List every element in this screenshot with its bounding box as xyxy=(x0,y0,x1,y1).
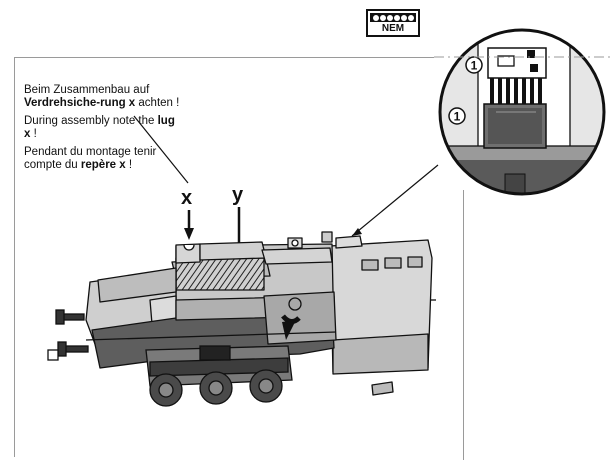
note-english: During assembly note the lug x ! xyxy=(24,115,175,140)
cab-lower-shade xyxy=(332,333,429,375)
x-lug-block xyxy=(175,243,201,264)
top-step xyxy=(199,241,267,261)
callout-leader-line xyxy=(351,164,439,237)
note-french: Pendant du montage tenir compte du repèr… xyxy=(24,146,157,171)
panel-top-border xyxy=(14,57,434,58)
note-leader-line xyxy=(133,115,189,184)
panel-divider xyxy=(463,190,464,460)
panel-left-border xyxy=(14,57,15,457)
arrow-x-icon xyxy=(184,210,194,240)
nem-label: NEM xyxy=(381,23,405,34)
marker-1-left: 1 xyxy=(454,110,461,124)
nem-badge: NEM xyxy=(366,9,420,37)
marker-1-top: 1 xyxy=(471,59,478,73)
assembly-notes: Beim Zusammenbau auf Verdrehsiche-rung x… xyxy=(24,84,184,177)
note-german: Beim Zusammenbau auf Verdrehsiche-rung x… xyxy=(24,84,180,109)
front-buffers xyxy=(47,309,89,361)
rotate-arrow-icon xyxy=(281,297,302,340)
marker-1-left-icon xyxy=(448,107,466,125)
callout-ring xyxy=(438,28,606,196)
front-bogie xyxy=(145,345,293,407)
label-y: y xyxy=(232,184,244,206)
label-x: x xyxy=(181,187,193,209)
nem-pin-icon xyxy=(370,13,416,22)
